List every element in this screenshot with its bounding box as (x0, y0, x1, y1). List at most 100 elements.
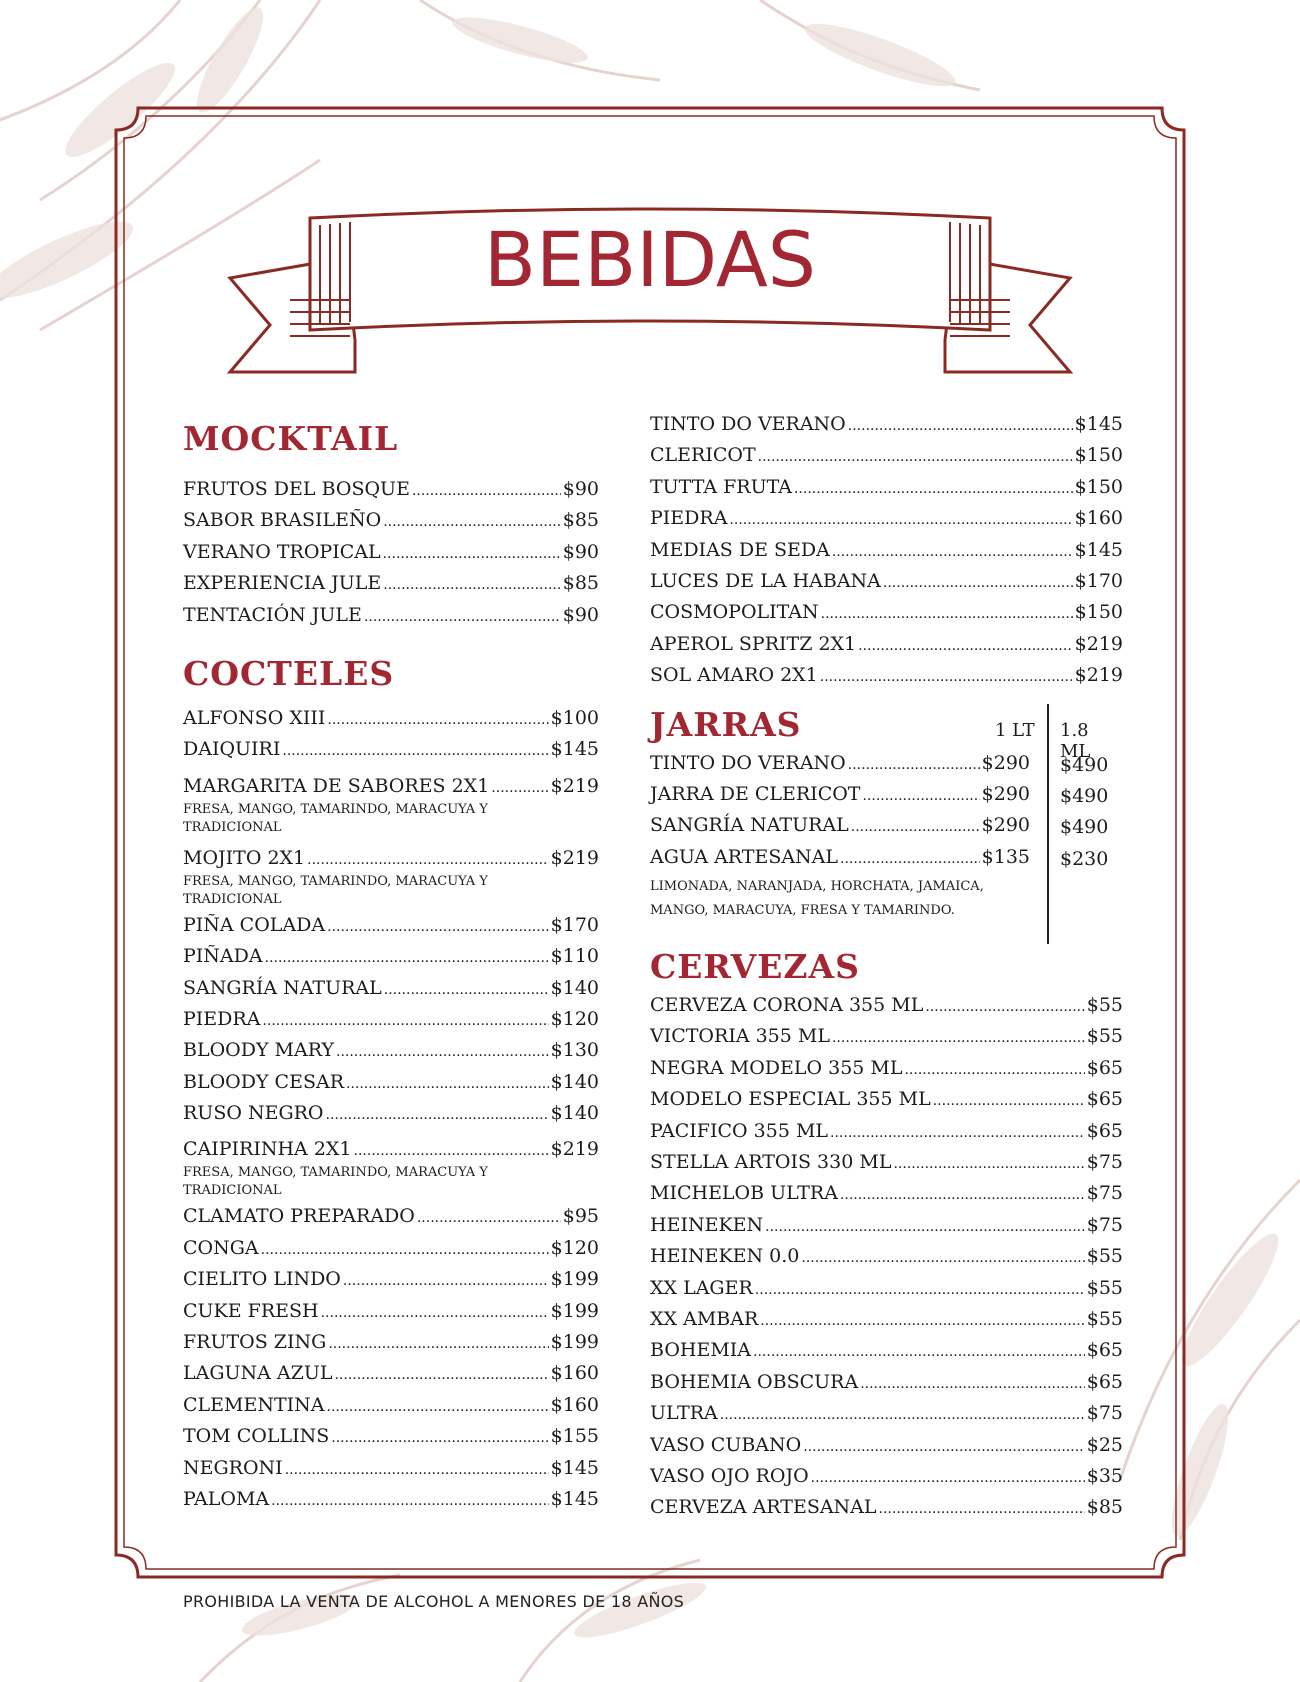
dot-leader (720, 1398, 1085, 1431)
item-name: CLAMATO PREPARADO (183, 1205, 415, 1228)
menu-item: VICTORIA 355 ML$55 (650, 1023, 1123, 1054)
item-name: PACIFICO 355 ML (650, 1119, 829, 1142)
item-name: VERANO TROPICAL (183, 540, 381, 563)
item-price: $290 (981, 814, 1030, 837)
item-price: $199 (550, 1331, 599, 1354)
item-note: FRESA, MANGO, TAMARINDO, MARACUYA Y TRAD… (183, 801, 488, 835)
item-price: $35 (1086, 1464, 1123, 1487)
menu-item: NEGRONI$145 (183, 1455, 599, 1486)
item-name: MICHELOB ULTRA (650, 1182, 838, 1205)
menu-item: MEDIAS DE SEDA$145 (650, 537, 1123, 568)
dot-leader (801, 1241, 1084, 1274)
menu-item: TINTO DO VERANO$290$490 (650, 750, 1108, 781)
item-name: TUTTA FRUTA (650, 475, 792, 498)
menu-item: VERANO TROPICAL $90 (183, 539, 599, 570)
item-name: CAIPIRINHA 2X1 (183, 1138, 352, 1161)
page-title: BEBIDAS (483, 215, 817, 304)
item-name: TINTO DO VERANO (650, 751, 846, 774)
item-price-large: $230 (1060, 847, 1109, 870)
item-name: LAGUNA AZUL (183, 1362, 333, 1385)
menu-item: CUKE FRESH$199 (183, 1298, 599, 1329)
menu-item: PALOMA$145 (183, 1486, 599, 1517)
item-price: $65 (1086, 1056, 1123, 1079)
item-name: CIELITO LINDO (183, 1268, 341, 1291)
menu-item: COSMOPOLITAN$150 (650, 599, 1123, 630)
dot-leader (848, 409, 1073, 442)
item-price: $135 (981, 845, 1030, 868)
item-name: HEINEKEN 0.0 (650, 1245, 800, 1268)
dot-leader (321, 1296, 549, 1329)
dot-leader (383, 537, 561, 570)
item-name: CLEMENTINA (183, 1393, 325, 1416)
item-name: XX LAGER (650, 1276, 753, 1299)
dot-leader (265, 941, 549, 974)
menu-item: SANGRÍA NATURAL$290$490 (650, 812, 1108, 843)
menu-item: CERVEZA ARTESANAL$85 (650, 1494, 1123, 1525)
item-name: BOHEMIA OBSCURA (650, 1370, 859, 1393)
menu-item: HEINEKEN 0.0$55 (650, 1243, 1123, 1274)
menu-item: DAIQUIRI$145 (183, 736, 599, 767)
item-price: $145 (550, 1487, 599, 1510)
dot-leader (821, 597, 1073, 630)
item-price: $219 (550, 846, 599, 869)
item-name: NEGRA MODELO 355 ML (650, 1056, 903, 1079)
dot-leader (858, 629, 1072, 662)
section-title-jarras: JARRAS (650, 704, 802, 744)
menu-item: NEGRA MODELO 355 ML $65 (650, 1055, 1123, 1086)
item-price: $90 (562, 540, 599, 563)
menu-item: ULTRA$75 (650, 1400, 1123, 1431)
dot-leader (336, 1035, 549, 1068)
item-price-large: $490 (1060, 784, 1109, 807)
menu-item: SABOR BRASILEÑO$85 (183, 507, 599, 538)
item-price: $145 (550, 1456, 599, 1479)
menu-item: CLERICOT$150 (650, 442, 1123, 473)
item-name: TINTO DO VERANO (650, 412, 846, 435)
dot-leader (417, 1201, 561, 1234)
menu-item: VASO OJO ROJO $35 (650, 1463, 1123, 1494)
section-title-cervezas: CERVEZAS (650, 947, 860, 987)
item-price-large: $490 (1060, 753, 1109, 776)
menu-item: AGUA ARTESANAL$135$230 (650, 844, 1108, 875)
dot-leader (383, 568, 560, 601)
item-name: XX AMBAR (650, 1307, 759, 1330)
dot-leader (758, 440, 1073, 473)
item-price: $85 (562, 509, 599, 532)
jarras-header: JARRAS 1 LT 1.8 ML (650, 700, 1123, 762)
item-price: $55 (1086, 1307, 1123, 1330)
menu-item: MODELO ESPECIAL 355 ML$65 (650, 1086, 1123, 1117)
menu-item: LUCES DE LA HABANA$170 (650, 568, 1123, 599)
item-price: $140 (550, 1102, 599, 1125)
item-name: VASO OJO ROJO (650, 1464, 809, 1487)
dot-leader (760, 1304, 1084, 1337)
menu-item: TOM COLLINS$155 (183, 1423, 599, 1454)
item-price: $219 (550, 1138, 599, 1161)
legal-footer: PROHIBIDA LA VENTA DE ALCOHOL A MENORES … (183, 1592, 685, 1611)
dot-leader (327, 910, 549, 943)
dot-leader (262, 1004, 548, 1037)
item-name: EXPERIENCIA JULE (183, 572, 382, 595)
menu-item: CLAMATO PREPARADO$95 (183, 1203, 599, 1234)
item-name: BOHEMIA (650, 1339, 752, 1362)
item-name: MOJITO 2X1 (183, 846, 306, 869)
dot-leader (893, 1147, 1084, 1180)
dot-leader (282, 734, 548, 767)
dot-leader (384, 973, 549, 1006)
dot-leader (307, 845, 548, 873)
dot-leader (491, 773, 548, 801)
dot-leader (933, 1084, 1085, 1117)
item-price: $130 (550, 1039, 599, 1062)
dot-leader (830, 1116, 1085, 1149)
item-price: $90 (562, 477, 599, 500)
item-name: VICTORIA 355 ML (650, 1025, 830, 1048)
menu-item: BLOODY MARY$130 (183, 1037, 599, 1068)
jarras-note: LIMONADA, NARANJADA, HORCHATA, JAMAICA, … (650, 879, 984, 919)
dot-leader (860, 1367, 1085, 1400)
item-price: $160 (550, 1393, 599, 1416)
menu-item: PIEDRA$120 (183, 1006, 599, 1037)
item-price: $75 (1086, 1182, 1123, 1205)
dot-leader (803, 1430, 1085, 1463)
item-name: CLERICOT (650, 444, 756, 467)
